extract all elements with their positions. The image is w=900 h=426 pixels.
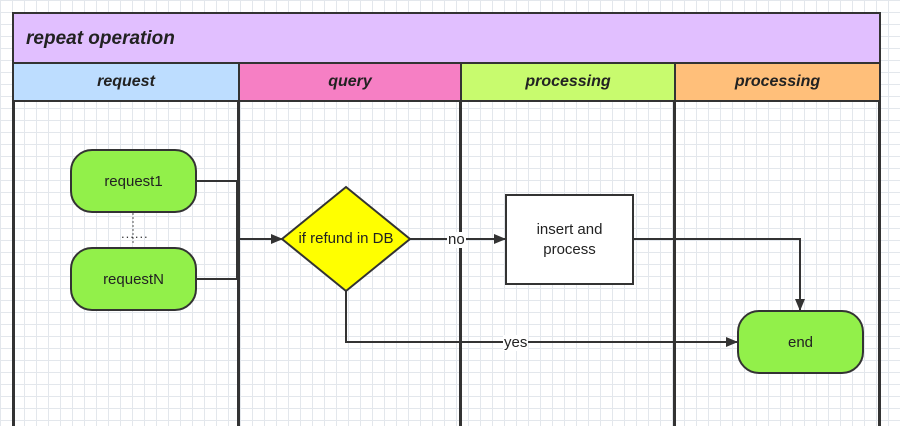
lane-divider [459, 100, 462, 426]
node-process: insert and process [505, 194, 634, 285]
lane-divider [673, 100, 676, 426]
edge-requestN-to-decision [196, 239, 238, 280]
node-end: end [737, 310, 864, 374]
lane-header-query: query [238, 62, 462, 102]
node-ellipsis: ...... [121, 226, 149, 241]
decision-label: if refund in DB [298, 230, 394, 247]
node-requestN: requestN [70, 247, 197, 311]
diagram-title: repeat operation [12, 12, 881, 64]
lane-header-processing-1: processing [460, 62, 676, 102]
lane-divider [237, 100, 240, 426]
edge-label-yes: yes [503, 334, 529, 351]
decision-diamond [280, 185, 412, 293]
edge-label-no: no [447, 231, 466, 248]
lane-header-processing-2: processing [674, 62, 881, 102]
node-request1: request1 [70, 149, 197, 213]
lane-divider [878, 100, 881, 426]
lane-divider [12, 100, 15, 426]
lane-header-request: request [12, 62, 240, 102]
edge-yes [345, 289, 738, 347]
edge-request1-to-decision [196, 180, 238, 239]
edge-process-to-end [633, 238, 805, 311]
